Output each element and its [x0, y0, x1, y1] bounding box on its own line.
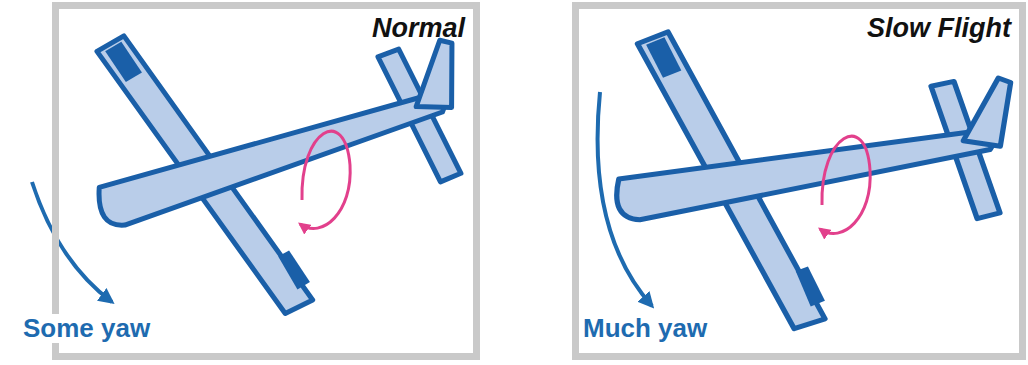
yaw-label: Some yaw	[20, 314, 153, 343]
yaw-label: Much yaw	[580, 314, 710, 343]
roll-arrow	[300, 131, 870, 233]
panel-box: Slow Flight	[572, 2, 1026, 360]
airplane	[59, 0, 1028, 353]
panel-title: Normal	[59, 9, 473, 44]
panel-title: Slow Flight	[579, 9, 1019, 44]
panel-box: Normal	[52, 2, 480, 360]
